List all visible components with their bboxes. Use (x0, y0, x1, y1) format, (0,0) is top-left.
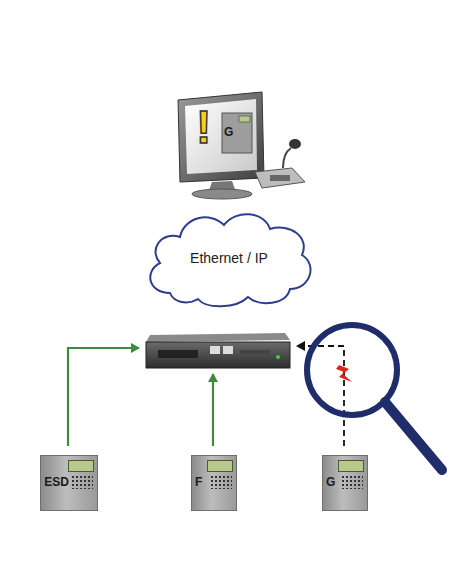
device-display (207, 460, 233, 472)
desk-microphone (255, 139, 305, 188)
device-panel: ESD (40, 455, 98, 511)
device-keypad (341, 475, 363, 489)
green-link (212, 374, 214, 446)
gateway-device (146, 333, 290, 368)
broken-link (297, 346, 344, 446)
monitor (178, 92, 264, 199)
device-display (68, 460, 94, 472)
network-label: Ethernet / IP (190, 250, 268, 266)
device-letter: F (195, 475, 202, 489)
green-link (68, 348, 139, 446)
device-panel: F (191, 455, 237, 511)
device-letter: G (326, 475, 335, 489)
device-display (338, 460, 364, 472)
device-letter: ESD (44, 475, 69, 489)
fault-symbol (336, 365, 352, 382)
device-keypad (210, 475, 232, 489)
network-cloud: Ethernet / IP (140, 205, 318, 310)
alert-mark: ! (196, 104, 211, 150)
device-keypad (71, 475, 93, 489)
device-letter: G (224, 126, 233, 138)
magnifying-glass (307, 325, 442, 470)
device-panel: G (322, 455, 368, 511)
